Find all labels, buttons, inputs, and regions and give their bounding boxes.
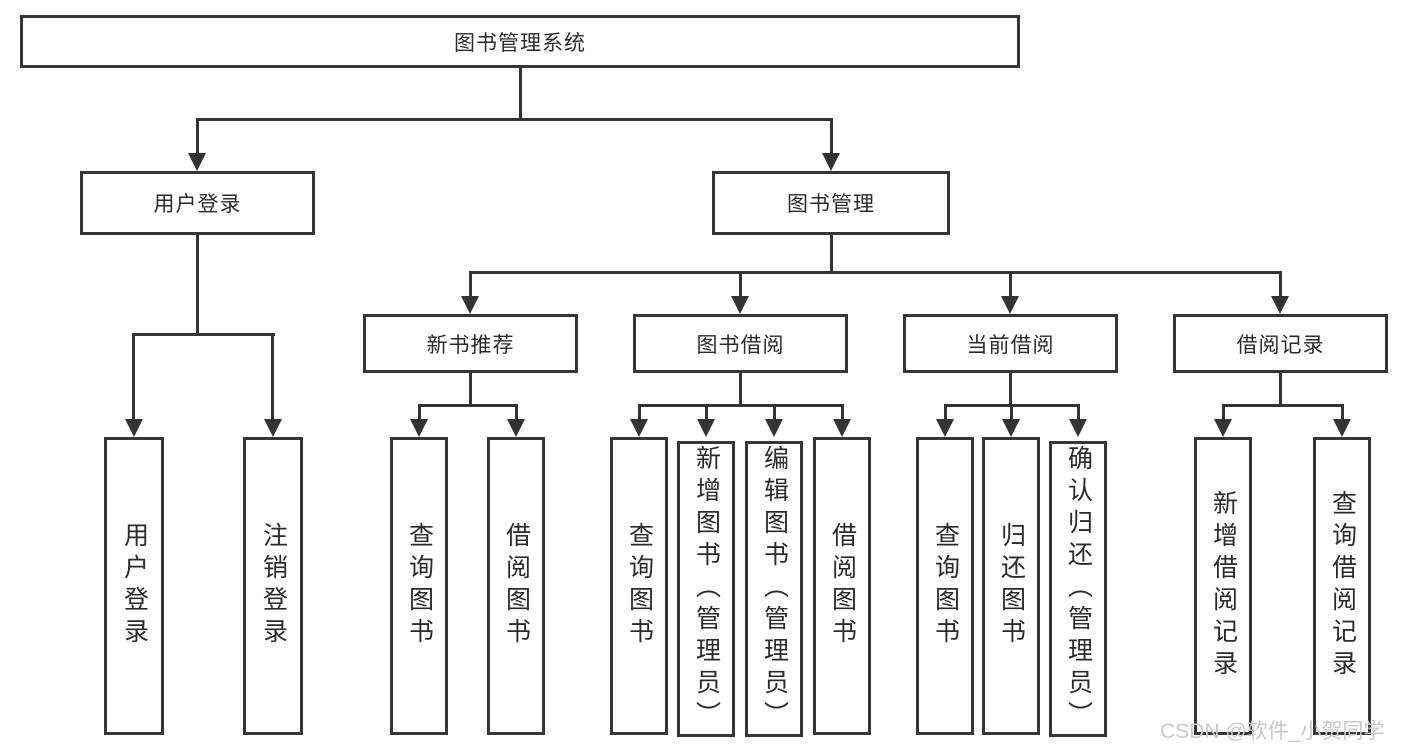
arrow-down-icon — [1333, 419, 1351, 437]
arrow-down-icon — [507, 419, 525, 437]
leaf-br-query-record: 查询借阅记录 — [1313, 437, 1371, 735]
connector-line — [271, 333, 274, 421]
arrow-down-icon — [264, 419, 282, 437]
connector-line — [132, 333, 275, 336]
node-label: 编辑图书（管理员） — [760, 445, 789, 733]
connector-line — [519, 67, 522, 121]
node-new-book-recommend: 新书推荐 — [363, 314, 578, 373]
node-label: 图书借阅 — [696, 333, 785, 357]
node-label: 查询图书 — [931, 522, 960, 650]
leaf-user-login: 用户登录 — [104, 437, 164, 735]
connector-line — [830, 118, 833, 156]
leaf-cb-query-books: 查询图书 — [916, 437, 974, 735]
node-label: 借阅图书 — [828, 522, 857, 650]
leaf-nb-query-books: 查询图书 — [390, 437, 448, 735]
leaf-bb-add-books-admin: 新增图书（管理员） — [677, 441, 735, 737]
node-book-management: 图书管理 — [712, 171, 950, 235]
connector-line — [1222, 404, 1344, 407]
node-label: 图书管理系统 — [454, 31, 586, 55]
leaf-br-add-record: 新增借阅记录 — [1194, 437, 1252, 735]
node-borrowing-records: 借阅记录 — [1173, 314, 1388, 373]
node-label: 新增借阅记录 — [1209, 490, 1238, 682]
node-root: 图书管理系统 — [20, 15, 1020, 68]
arrow-down-icon — [1001, 296, 1019, 314]
node-label: 查询图书 — [405, 522, 434, 650]
connector-line — [1009, 271, 1012, 299]
node-current-borrowing: 当前借阅 — [903, 314, 1118, 373]
node-label: 新书推荐 — [426, 333, 515, 357]
arrow-down-icon — [731, 296, 749, 314]
node-label: 查询借阅记录 — [1328, 490, 1357, 682]
leaf-bb-borrow-books: 借阅图书 — [813, 437, 871, 735]
connector-line — [469, 271, 1282, 274]
arrow-down-icon — [765, 419, 783, 437]
arrow-down-icon — [1002, 419, 1020, 437]
connector-line — [418, 404, 421, 422]
arrow-down-icon — [410, 419, 428, 437]
node-user-login: 用户登录 — [80, 171, 315, 235]
connector-line — [1010, 404, 1013, 422]
leaf-logout: 注销登录 — [243, 437, 303, 735]
arrow-down-icon — [1271, 296, 1289, 314]
arrow-down-icon — [125, 419, 143, 437]
leaf-bb-query-books: 查询图书 — [610, 437, 668, 735]
node-label: 归还图书 — [997, 522, 1026, 650]
arrow-down-icon — [461, 296, 479, 314]
connector-line — [841, 404, 844, 422]
node-label: 确认归还（管理员） — [1064, 445, 1093, 733]
connector-line — [132, 333, 135, 421]
leaf-cb-return-books: 归还图书 — [982, 437, 1040, 735]
connector-line — [705, 404, 708, 422]
connector-line — [469, 373, 472, 407]
connector-line — [196, 118, 833, 121]
node-label: 注销登录 — [259, 522, 288, 650]
connector-line — [515, 404, 518, 422]
connector-line — [1279, 271, 1282, 299]
node-label: 查询图书 — [625, 522, 654, 650]
node-label: 借阅图书 — [502, 522, 531, 650]
connector-line — [773, 404, 776, 422]
node-label: 用户登录 — [120, 522, 149, 650]
node-label: 借阅记录 — [1236, 333, 1325, 357]
connector-line — [1077, 404, 1080, 422]
arrow-down-icon — [936, 419, 954, 437]
connector-line — [418, 404, 518, 407]
arrow-down-icon — [630, 419, 648, 437]
node-label: 当前借阅 — [966, 333, 1055, 357]
connector-line — [638, 404, 844, 407]
connector-line — [830, 235, 833, 274]
connector-line — [638, 404, 641, 422]
connector-line — [196, 118, 199, 156]
node-label: 用户登录 — [153, 193, 242, 216]
csdn-watermark: CSDN @软件_小贺同学 — [1160, 720, 1385, 743]
leaf-bb-edit-books-admin: 编辑图书（管理员） — [745, 441, 803, 737]
arrow-down-icon — [697, 419, 715, 437]
node-label: 图书管理 — [787, 193, 875, 216]
arrow-down-icon — [833, 419, 851, 437]
arrow-down-icon — [822, 153, 840, 171]
connector-line — [1279, 373, 1282, 407]
connector-line — [739, 373, 742, 407]
connector-line — [1341, 404, 1344, 422]
node-book-borrowing: 图书借阅 — [633, 314, 848, 373]
arrow-down-icon — [1214, 419, 1232, 437]
connector-line — [739, 271, 742, 299]
leaf-cb-confirm-return-admin: 确认归还（管理员） — [1049, 441, 1107, 737]
arrow-down-icon — [188, 153, 206, 171]
connector-line — [1222, 404, 1225, 422]
connector-line — [196, 235, 199, 336]
arrow-down-icon — [1069, 419, 1087, 437]
leaf-nb-borrow-books: 借阅图书 — [487, 437, 545, 735]
node-label: 新增图书（管理员） — [692, 445, 721, 733]
connector-line — [944, 404, 947, 422]
connector-line — [1009, 373, 1012, 407]
connector-line — [469, 271, 472, 299]
